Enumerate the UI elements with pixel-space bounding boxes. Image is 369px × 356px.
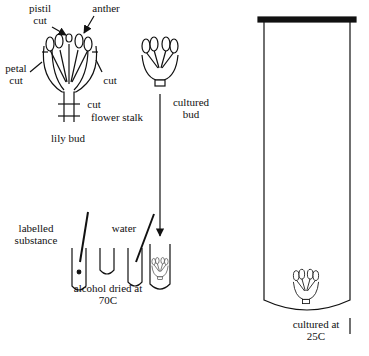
figure-label: lily bud [38, 132, 98, 144]
cut-label: cut [98, 74, 122, 86]
test-tubes [72, 212, 170, 290]
flow-arrow [159, 94, 160, 236]
figure-label: cultured bud [166, 96, 216, 120]
anther-label: anther [86, 2, 126, 14]
cultured-bud [142, 37, 178, 86]
substance-label: labelled substance [6, 222, 66, 246]
stalk-label: flower stalk [82, 111, 152, 123]
petal-label: petal cut [0, 62, 32, 86]
cut-label: cut [82, 98, 106, 110]
pistil-label: pistil cut [22, 2, 58, 26]
water-label: water [106, 222, 142, 234]
step-label: cultured at 25C [286, 318, 346, 342]
step-label: alcohol dried at 70C [70, 282, 146, 306]
culture-tube [258, 17, 356, 334]
